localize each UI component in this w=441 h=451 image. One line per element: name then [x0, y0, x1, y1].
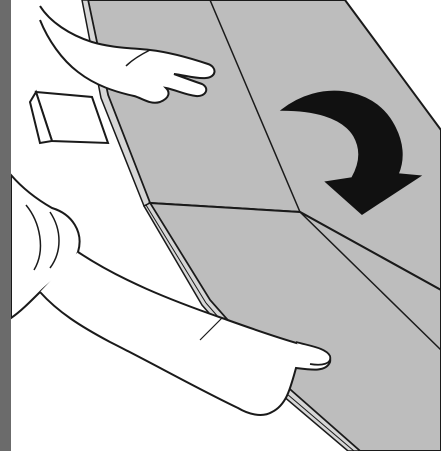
- wedge-block-icon: [30, 92, 108, 143]
- left-frame-bar-shape: [0, 0, 11, 451]
